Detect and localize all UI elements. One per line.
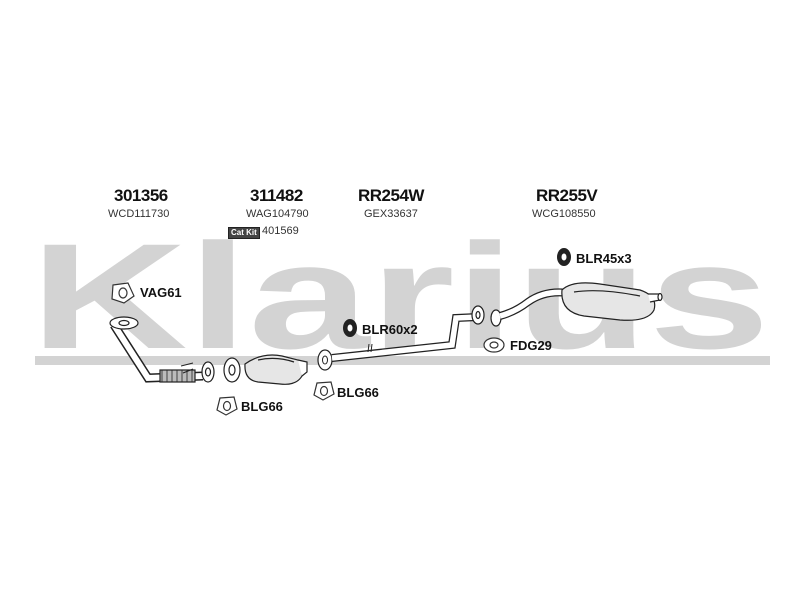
sub-code-rear-silencer: WCG108550 [532,208,596,220]
fitting-label-blg66-right: BLG66 [337,385,379,400]
sub-code-centre-pipe: GEX33637 [364,208,418,220]
rubber-mount-icon-blr45x3 [557,248,571,266]
gasket-icon-vag61 [111,282,135,304]
centre-pipe [317,313,479,371]
fitting-label-blg66-left: BLG66 [241,399,283,414]
front-pipe [109,316,215,383]
cat-kit-code: 401569 [262,225,299,237]
flex-section [159,369,196,383]
part-number-catalyst: 311482 [250,186,303,205]
rear-silencer [471,282,663,327]
part-number-centre-pipe: RR254W [358,186,424,205]
fitting-label-blr60x2: BLR60x2 [362,322,418,337]
sub-code-catalyst: WAG104790 [246,208,309,220]
fitting-label-blr45x3: BLR45x3 [576,251,632,266]
part-number-front-pipe: 301356 [114,186,168,205]
gasket-icon-blg66-left [216,396,238,416]
part-number-rear-silencer: RR255V [536,186,598,205]
rubber-mount-icon-blr60x2 [343,319,357,337]
catalytic-converter [223,354,308,385]
gasket-icon-fdg29 [483,337,505,353]
cat-kit-badge: Cat Kit [228,227,260,239]
sub-code-front-pipe: WCD111730 [108,208,170,220]
fitting-label-vag61: VAG61 [140,285,182,300]
fitting-label-fdg29: FDG29 [510,338,552,353]
watermark-underline [35,356,770,365]
gasket-icon-blg66-right [313,381,335,401]
